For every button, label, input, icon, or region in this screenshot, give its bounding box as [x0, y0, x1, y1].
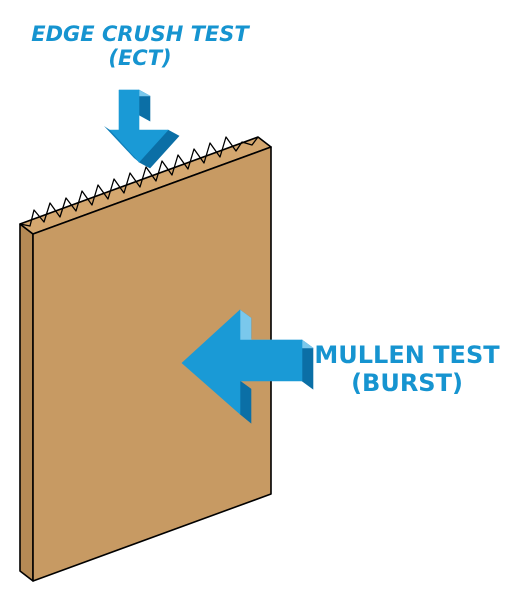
ect-label-line1: EDGE CRUSH TEST	[31, 22, 249, 46]
ect-label-line2: (ECT)	[108, 46, 172, 71]
ect-label: EDGE CRUSH TEST (ECT)	[10, 22, 270, 70]
board-flutes	[19, 136, 259, 227]
mullen-label: MULLEN TEST (BURST)	[304, 341, 510, 397]
ect-arrow	[104, 89, 180, 169]
mullen-label-line2: (BURST)	[351, 368, 463, 397]
mullen-label-line1: MULLEN TEST	[314, 341, 500, 369]
corrugated-board	[19, 136, 272, 582]
board-front-face	[32, 146, 272, 582]
mullen-arrow	[181, 309, 314, 424]
board-side-edge	[19, 223, 34, 582]
